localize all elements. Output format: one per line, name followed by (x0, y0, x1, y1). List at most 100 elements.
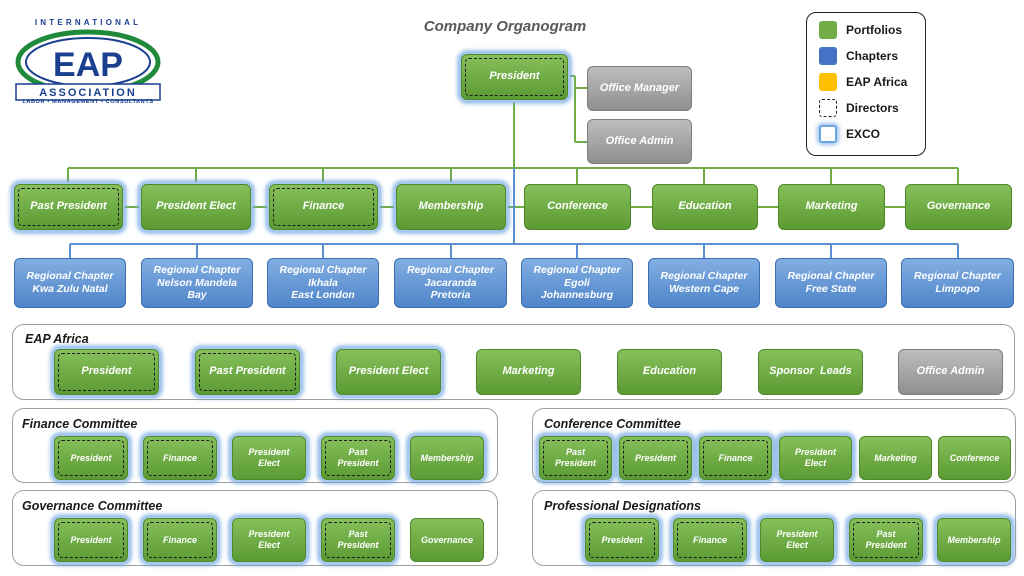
finance-committee-panel: Finance Committee President Finance Pres… (12, 408, 498, 483)
governance-committee-governance[interactable]: Governance (410, 518, 484, 562)
president-label: President (489, 70, 540, 83)
chapter-label: Regional Chapter Free State (787, 270, 875, 295)
committee-item-label: President (634, 452, 676, 463)
chapter-western-cape[interactable]: Regional Chapter Western Cape (648, 258, 760, 308)
logo-main-text: EAP (53, 46, 123, 84)
committee-item-label: Past President (554, 447, 596, 468)
committee-item-label: Membership (420, 452, 474, 463)
portfolio-label: President Elect (156, 200, 236, 213)
portfolio-past-president[interactable]: Past President (14, 184, 123, 230)
eap-africa-panel: EAP Africa President Past President Pres… (12, 324, 1015, 400)
legend-label: EAP Africa (846, 75, 908, 89)
conference-committee-president[interactable]: President (619, 436, 692, 480)
chapter-label: Regional Chapter Egoli Johannesburg (533, 264, 621, 302)
governance-committee-president[interactable]: President (54, 518, 128, 562)
legend-label: Directors (846, 101, 899, 115)
chapter-label: Regional Chapter Jacaranda Pretoria (407, 264, 494, 302)
conference-committee-president-elect[interactable]: President Elect (779, 436, 852, 480)
conference-committee-past-president[interactable]: Past President (539, 436, 612, 480)
eap-africa-item-label: Marketing (502, 365, 555, 378)
legend: Portfolios Chapters EAP Africa Directors… (806, 12, 926, 156)
chapter-label: Regional Chapter Ikhala East London (279, 264, 367, 302)
professional-designations-panel: Professional Designations President Fina… (532, 490, 1016, 566)
chapter-jacaranda-pretoria[interactable]: Regional Chapter Jacaranda Pretoria (394, 258, 507, 308)
eap-africa-president-elect[interactable]: President Elect (336, 349, 441, 395)
legend-item-portfolios: Portfolios (819, 20, 902, 40)
eap-africa-education[interactable]: Education (617, 349, 722, 395)
page-title: Company Organogram (423, 18, 587, 35)
eap-africa-sponsor-leads[interactable]: Sponsor Leads (758, 349, 863, 395)
office-manager-label: Office Manager (599, 81, 680, 94)
professional-designations-president[interactable]: President (585, 518, 659, 562)
conference-committee-conference[interactable]: Conference (938, 436, 1011, 480)
chapter-kwa-zulu-natal[interactable]: Regional Chapter Kwa Zulu Natal (14, 258, 126, 308)
portfolio-president-elect[interactable]: President Elect (141, 184, 251, 230)
professional-designations-membership[interactable]: Membership (937, 518, 1011, 562)
eap-africa-item-label: President Elect (348, 365, 429, 378)
committee-item-label: President (70, 452, 112, 463)
chapter-limpopo[interactable]: Regional Chapter Limpopo (901, 258, 1014, 308)
governance-committee-past-president[interactable]: Past President (321, 518, 395, 562)
chapter-nelson-mandela-bay[interactable]: Regional Chapter Nelson Mandela Bay (141, 258, 253, 308)
chapter-ikhala-east-london[interactable]: Regional Chapter Ikhala East London (267, 258, 379, 308)
committee-item-label: Conference (949, 452, 1000, 463)
professional-designations-president-elect[interactable]: President Elect (760, 518, 834, 562)
legend-label: Chapters (846, 49, 899, 63)
professional-designations-finance[interactable]: Finance (673, 518, 747, 562)
eap-africa-marketing[interactable]: Marketing (476, 349, 581, 395)
eap-africa-item-label: Past President (209, 365, 286, 378)
governance-committee-president-elect[interactable]: President Elect (232, 518, 306, 562)
portfolio-education[interactable]: Education (652, 184, 758, 230)
legend-swatch-portfolios (819, 21, 837, 39)
finance-committee-president[interactable]: President (54, 436, 128, 480)
committee-item-label: Finance (162, 534, 197, 545)
portfolio-membership[interactable]: Membership (396, 184, 506, 230)
office-admin-box[interactable]: Office Admin (587, 119, 692, 164)
portfolio-label: Conference (547, 200, 608, 213)
conference-committee-title: Conference Committee (544, 417, 681, 431)
governance-committee-panel: Governance Committee President Finance P… (12, 490, 498, 566)
governance-committee-title: Governance Committee (22, 499, 163, 513)
committee-item-label: President Elect (248, 447, 290, 468)
conference-committee-marketing[interactable]: Marketing (859, 436, 932, 480)
professional-designations-title: Professional Designations (544, 499, 701, 513)
office-manager-box[interactable]: Office Manager (587, 66, 692, 111)
eap-africa-item-label: Sponsor Leads (769, 365, 852, 378)
portfolio-governance[interactable]: Governance (905, 184, 1012, 230)
eap-africa-item-label: President (81, 365, 132, 378)
logo-band-text: ASSOCIATION (39, 87, 137, 99)
chapter-free-state[interactable]: Regional Chapter Free State (775, 258, 887, 308)
legend-swatch-directors (819, 99, 837, 117)
legend-label: EXCO (846, 127, 881, 141)
governance-committee-finance[interactable]: Finance (143, 518, 217, 562)
portfolio-label: Membership (418, 200, 484, 213)
conference-committee-finance[interactable]: Finance (699, 436, 772, 480)
portfolio-marketing[interactable]: Marketing (778, 184, 885, 230)
chapter-label: Regional Chapter Kwa Zulu Natal (26, 270, 114, 295)
legend-swatch-eap-africa (819, 73, 837, 91)
finance-committee-past-president[interactable]: Past President (321, 436, 395, 480)
chapter-label: Regional Chapter Limpopo (914, 270, 1001, 295)
finance-committee-finance[interactable]: Finance (143, 436, 217, 480)
portfolio-label: Education (678, 200, 732, 213)
finance-committee-membership[interactable]: Membership (410, 436, 484, 480)
eap-africa-title: EAP Africa (25, 332, 89, 346)
legend-item-exco: EXCO (819, 124, 880, 144)
committee-item-label: Marketing (874, 452, 917, 463)
portfolio-label: Past President (30, 200, 107, 213)
eap-africa-past-president[interactable]: Past President (195, 349, 300, 395)
eap-africa-item-label: Office Admin (916, 365, 985, 378)
portfolio-conference[interactable]: Conference (524, 184, 631, 230)
finance-committee-president-elect[interactable]: President Elect (232, 436, 306, 480)
committee-item-label: Finance (692, 534, 727, 545)
portfolio-finance[interactable]: Finance (269, 184, 378, 230)
eap-africa-item-label: Education (642, 365, 697, 378)
chapter-egoli-johannesburg[interactable]: Regional Chapter Egoli Johannesburg (521, 258, 633, 308)
eap-africa-president[interactable]: President (54, 349, 159, 395)
eap-africa-office-admin[interactable]: Office Admin (898, 349, 1003, 395)
committee-item-label: President Elect (776, 529, 818, 550)
legend-swatch-chapters (819, 47, 837, 65)
president-box[interactable]: President (461, 54, 568, 100)
portfolio-label: Governance (926, 200, 991, 213)
professional-designations-past-president[interactable]: Past President (849, 518, 923, 562)
